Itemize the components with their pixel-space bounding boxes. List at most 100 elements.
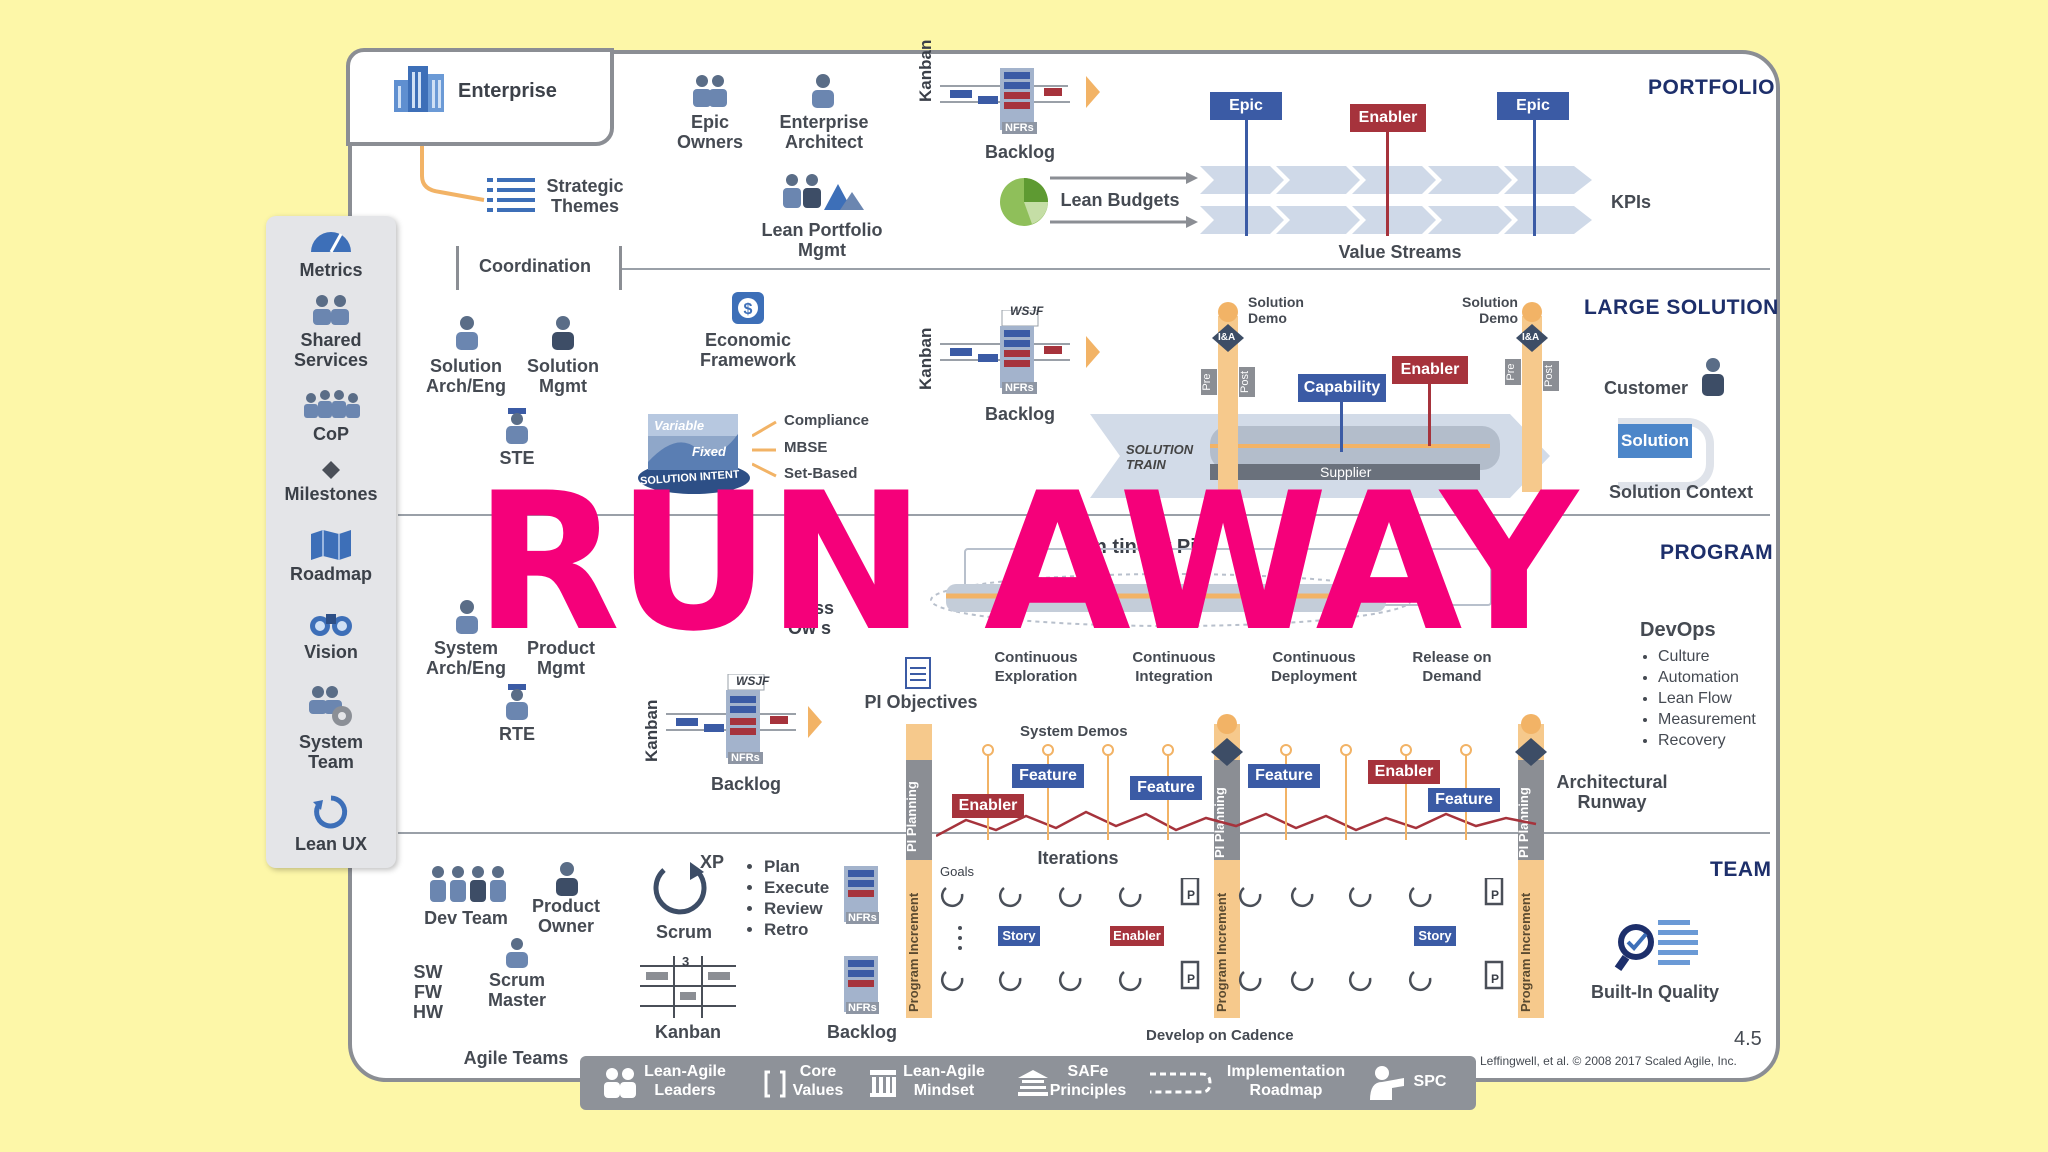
ls-nfrs-label: NFRs	[1002, 382, 1037, 394]
sidebar-item-vision[interactable]: Vision	[266, 608, 396, 662]
version-label: 4.5	[1734, 1028, 1762, 1050]
develop-on-cadence-label: Develop on Cadence	[1146, 1027, 1294, 1044]
economic-framework-icon: $	[732, 292, 764, 324]
sidebar-item-lean-ux[interactable]: Lean UX	[266, 794, 396, 854]
enterprise-architect-icon	[812, 74, 834, 108]
devops-list: Culture Automation Lean Flow Measurement…	[1644, 646, 1756, 751]
strategic-themes-label: Strategic Themes	[546, 176, 624, 216]
ls-backlog-label: Backlog	[984, 404, 1056, 424]
pi-planning-label-1: PI Planning	[904, 781, 919, 852]
sidebar-item-milestones[interactable]: Milestones	[266, 460, 396, 504]
program-separator	[398, 832, 1770, 834]
spanning-palette: Metrics Shared Services CoP Milestones R…	[266, 216, 396, 868]
bottom-lean-agile-leaders[interactable]: Lean-Agile Leaders	[644, 1063, 726, 1099]
continuous-deployment-label: Continuous Deployment	[1271, 649, 1357, 685]
enterprise-tab: Enterprise	[346, 48, 614, 146]
scrum-step: Plan	[764, 856, 829, 877]
feature-tag-4: Feature	[1428, 788, 1500, 812]
core-values-icon	[764, 1070, 786, 1098]
architectural-runway-line	[936, 744, 1537, 840]
ls-kanban-label: Kanban	[916, 327, 935, 390]
program-kanban-label: Kanban	[642, 699, 661, 762]
leaders-icon	[604, 1068, 636, 1098]
sidebar-item-cop[interactable]: CoP	[266, 388, 396, 444]
iteration-cycles	[940, 878, 1504, 992]
team-level-label: TEAM	[1710, 858, 1772, 881]
pi-objectives-icon	[905, 657, 931, 689]
sidebar-item-shared-services[interactable]: Shared Services	[266, 292, 396, 370]
kpis-label: KPIs	[1610, 192, 1652, 212]
coordination-bracket	[456, 246, 622, 290]
budget-arrows	[1050, 172, 1198, 228]
program-level-label: PROGRAM	[1660, 541, 1774, 564]
kanban-wip-number: 3	[682, 954, 690, 969]
portfolio-backlog-icon	[940, 68, 1094, 130]
gauge-icon	[311, 232, 351, 253]
lean-budgets-label: Lean Budgets	[1060, 190, 1180, 210]
portfolio-backlog-label: Backlog	[984, 142, 1056, 162]
solution-context-label: Solution Context	[1609, 482, 1753, 502]
program-wsjf-label: WSJF	[736, 674, 770, 688]
ls-backlog-icon	[940, 310, 1070, 388]
lean-portfolio-icon	[783, 174, 864, 210]
economic-framework-label: Economic Framework	[699, 330, 797, 370]
goals-label: Goals	[940, 864, 974, 879]
compliance-label: Compliance	[784, 412, 870, 429]
people-icon	[313, 295, 349, 325]
ip-label-1: P	[1187, 888, 1196, 902]
solution-demo-label-1: Solution Demo	[1248, 294, 1304, 326]
enabler-stem	[1386, 132, 1389, 236]
scrum-step: Execute	[764, 877, 829, 898]
fw-label: FW	[414, 982, 442, 1002]
set-based-label: Set-Based	[784, 465, 858, 482]
portfolio-separator	[620, 268, 1770, 270]
solution-arch-label: Solution Arch/Eng	[425, 356, 506, 396]
bottom-core-values[interactable]: Core Values	[792, 1063, 844, 1099]
strategic-themes-icon	[487, 178, 535, 212]
team-gear-icon	[309, 686, 352, 726]
sidebar-item-system-team[interactable]: System Team	[266, 684, 396, 772]
devops-item: Automation	[1658, 667, 1756, 688]
ste-label: STE	[499, 448, 535, 468]
pi-planning-band-2	[1214, 760, 1240, 860]
mbse-label: MBSE	[784, 439, 828, 456]
large-solution-level-label: LARGE SOLUTION	[1584, 296, 1779, 319]
product-owner-icon	[556, 862, 578, 896]
svg-text:$: $	[744, 301, 753, 318]
sw-label: SW	[413, 962, 443, 982]
team-nfrs-label-1: NFRs	[846, 912, 879, 924]
post-box-1: Post	[1239, 367, 1255, 397]
rte-icon	[506, 684, 528, 720]
sidebar-item-metrics[interactable]: Metrics	[266, 222, 396, 280]
large-solution-separator	[398, 514, 1770, 516]
sidebar-item-roadmap[interactable]: Roadmap	[266, 528, 396, 584]
epic-tag-1: Epic	[1210, 92, 1282, 120]
enabler-tag-portfolio: Enabler	[1350, 104, 1426, 132]
built-in-quality-label: Built-In Quality	[1591, 982, 1719, 1002]
bottom-implementation-roadmap[interactable]: Implementation Roadmap	[1226, 1063, 1346, 1099]
system-demos-label: System Demos	[1020, 723, 1128, 740]
portfolio-nfrs-label: NFRs	[1002, 122, 1037, 134]
bottom-safe-principles[interactable]: SAFe Principles	[1049, 1063, 1127, 1099]
program-enabler-tag-2: Enabler	[1368, 760, 1440, 784]
story-tag-1: Story	[998, 926, 1040, 946]
story-tag-2: Story	[1414, 926, 1456, 946]
xp-label: XP	[699, 852, 724, 872]
bottom-lean-agile-mindset[interactable]: Lean-Agile Mindset	[903, 1063, 985, 1099]
bottom-spc[interactable]: SPC	[1413, 1073, 1447, 1090]
release-on-demand-label: Release on Demand	[1412, 649, 1492, 685]
enterprise-label: Enterprise	[458, 80, 557, 102]
coordination-label: Coordination	[479, 256, 591, 276]
ls-wsjf-label: WSJF	[1010, 304, 1044, 318]
program-backlog-icon	[666, 674, 796, 758]
hw-label: HW	[413, 1002, 443, 1022]
solution-mgmt-label: Solution Mgmt	[527, 356, 599, 396]
foundation-bar: Lean-Agile Leaders Core Values Lean-Agil…	[580, 1056, 1476, 1110]
scrum-cycle-icon	[653, 862, 707, 915]
ls-arrow-icon	[1086, 336, 1100, 368]
program-enabler-tag-1: Enabler	[952, 794, 1024, 818]
pi-planning-band-3	[1518, 760, 1544, 860]
map-icon	[311, 530, 351, 560]
scrum-step: Retro	[764, 919, 829, 940]
system-arch-icon	[456, 600, 478, 634]
